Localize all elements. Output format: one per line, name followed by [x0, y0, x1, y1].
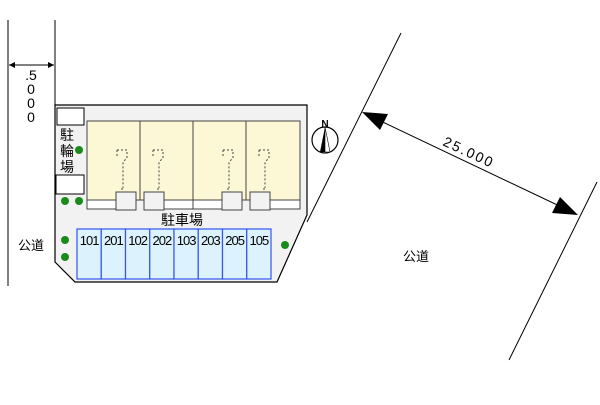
- tree-icon: [61, 236, 69, 244]
- parking-space-label: 105: [250, 233, 269, 248]
- stair-outline: [258, 149, 270, 192]
- entrance: [143, 191, 165, 211]
- dimension-char: 0: [27, 109, 35, 125]
- road-dimension-label: 25.000: [441, 133, 497, 171]
- parking-space: [100, 228, 127, 280]
- stair-outline: [116, 149, 128, 192]
- parking-space: [124, 228, 151, 280]
- dimension-char: .5: [25, 67, 37, 83]
- public-road-left-label: 公道: [18, 238, 44, 253]
- building-unit: [192, 120, 247, 201]
- entrance: [249, 191, 271, 211]
- north-label: N: [321, 119, 328, 130]
- parking-space-label: 101: [80, 233, 99, 248]
- balcony: [86, 199, 117, 210]
- entrance: [115, 191, 137, 211]
- balcony: [163, 199, 194, 210]
- bicycle-shed-bottom: [55, 174, 85, 195]
- building: [86, 120, 301, 211]
- bicycle-parking-char: 輪: [60, 143, 74, 159]
- parking-area: 101 201 102 202 103 203 205 105: [76, 228, 272, 280]
- entrance: [221, 191, 243, 211]
- bicycle-parking-char: 駐: [60, 127, 74, 143]
- parking-space: [149, 228, 175, 280]
- parking-space: [221, 228, 248, 280]
- balcony: [269, 199, 301, 210]
- parking-space: [246, 228, 272, 280]
- parking-space-label: 205: [225, 233, 244, 248]
- building-unit: [139, 120, 194, 201]
- right-road-line-near: [306, 32, 402, 223]
- trees: [61, 146, 289, 261]
- dimension-char: 0: [27, 95, 35, 111]
- parking-space-label: 203: [201, 233, 220, 248]
- parking-space: [76, 228, 102, 280]
- public-road-right-label: 公道: [403, 249, 429, 264]
- parking-space-label: 102: [128, 233, 147, 248]
- parking-space-label: 202: [153, 233, 172, 248]
- stair-outline: [222, 149, 234, 192]
- north-arrow-icon: N: [311, 119, 339, 154]
- building-unit: [86, 120, 141, 201]
- tree-icon: [281, 241, 289, 249]
- tree-icon: [61, 197, 69, 205]
- bicycle-parking-char: 場: [60, 159, 74, 175]
- stair-outline: [152, 149, 164, 192]
- bicycle-shed-top: [56, 107, 85, 126]
- bicycle-parking-label: 駐輪場: [60, 127, 74, 175]
- balcony: [192, 199, 223, 210]
- right-road-line-far: [508, 181, 598, 361]
- tree-icon: [75, 146, 83, 154]
- road-dimension: 25.000: [362, 112, 578, 215]
- parking-label: 駐車場: [161, 212, 203, 228]
- dimension-char: 0: [27, 81, 35, 97]
- tree-icon: [75, 197, 83, 205]
- parking-space-label: 103: [177, 233, 196, 248]
- parking-space-label: 201: [104, 233, 123, 248]
- building-unit: [245, 120, 301, 201]
- tree-icon: [61, 253, 69, 261]
